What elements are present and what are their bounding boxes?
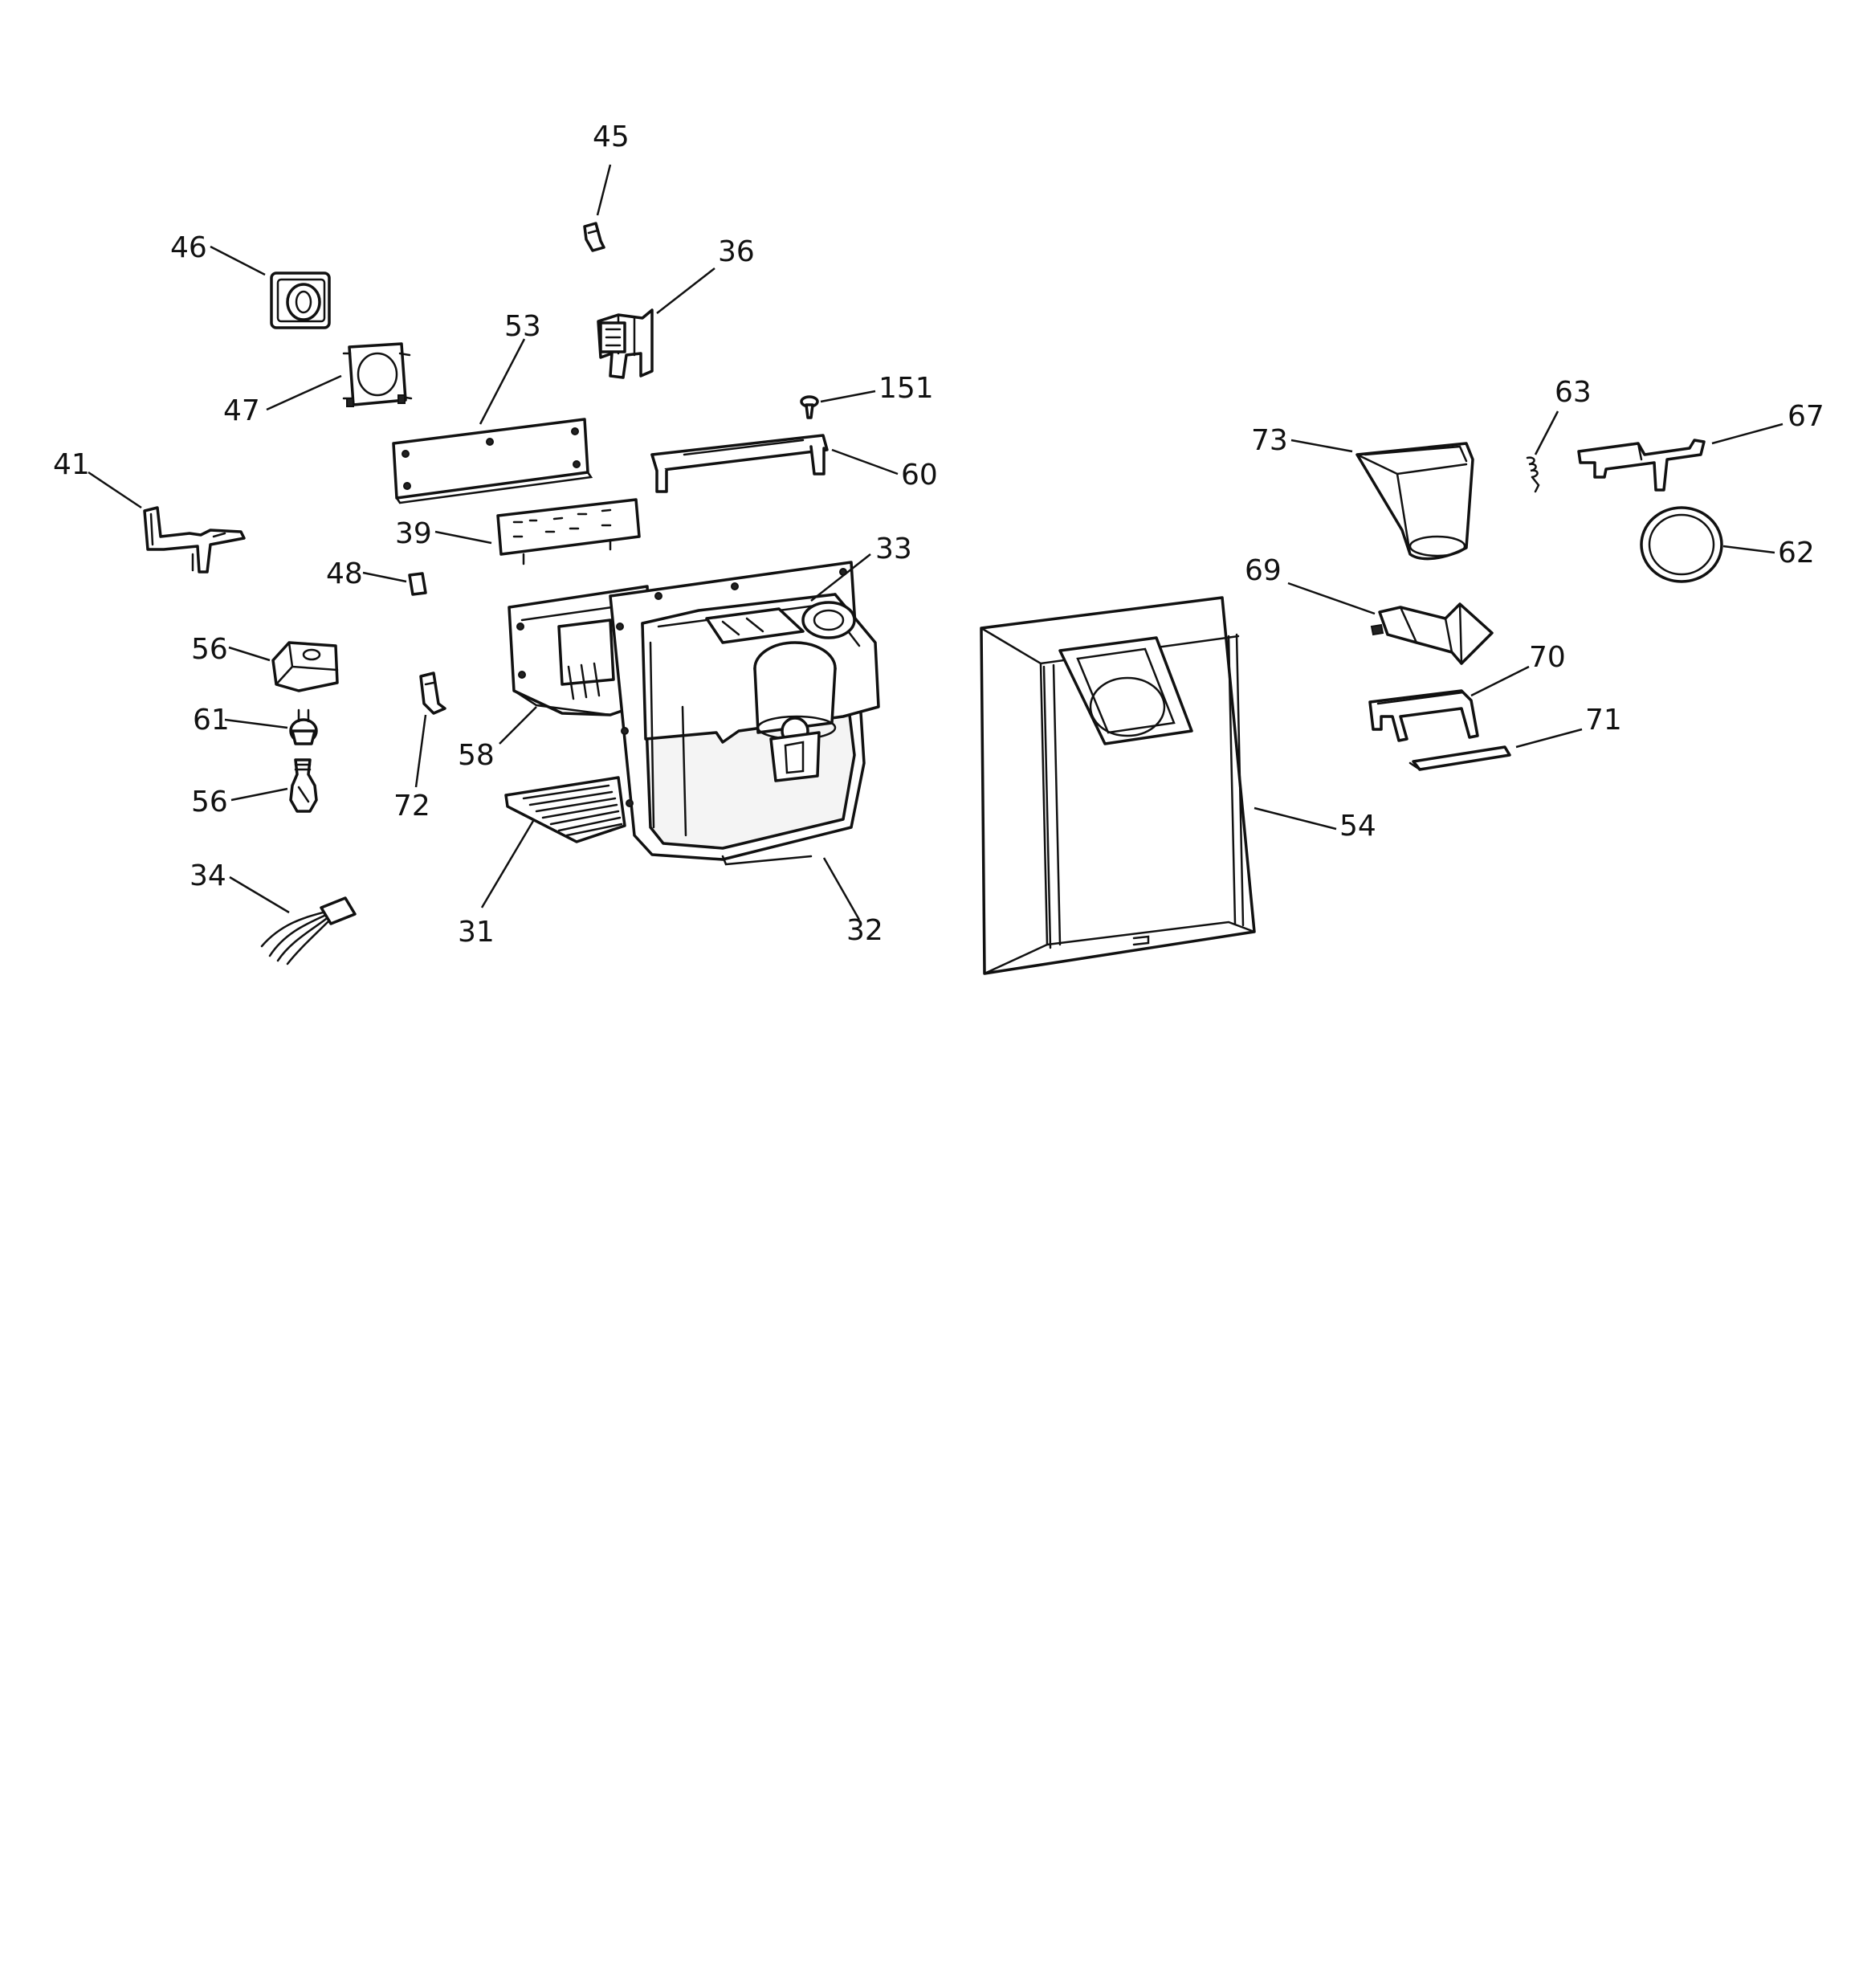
callout-56b: 56 <box>191 786 228 818</box>
callout-48: 48 <box>326 557 363 590</box>
callout-151: 151 <box>879 372 934 405</box>
callout-41: 41 <box>53 448 90 481</box>
part-45-clip <box>583 222 605 252</box>
callout-73: 73 <box>1251 424 1288 457</box>
part-36-actuator-bracket <box>597 308 654 379</box>
leader-62 <box>1722 545 1775 554</box>
callout-69: 69 <box>1245 554 1282 587</box>
part-73-ice-chute <box>1355 442 1474 561</box>
part-62-ring-seal <box>1640 506 1723 583</box>
callout-31: 31 <box>458 916 495 949</box>
leader-72 <box>414 714 427 788</box>
part-47-switch-housing <box>342 342 413 407</box>
part-46-switch-cover <box>270 271 331 329</box>
leader-31 <box>480 820 535 908</box>
callout-46: 46 <box>170 231 207 264</box>
leader-33 <box>810 553 871 602</box>
leader-61 <box>224 718 288 729</box>
part-69-door-flap <box>1370 602 1494 665</box>
leader-39 <box>434 530 492 545</box>
leader-53 <box>479 338 526 425</box>
callout-39: 39 <box>395 517 432 550</box>
leader-71 <box>1515 728 1583 749</box>
part-48-block <box>408 572 427 596</box>
leader-73 <box>1290 439 1353 453</box>
part-67-lever-arm <box>1577 439 1706 492</box>
callout-63: 63 <box>1555 376 1592 409</box>
part-34-wire-harness <box>260 896 357 965</box>
callout-53: 53 <box>504 310 541 343</box>
leader-58 <box>499 706 537 745</box>
leader-60 <box>831 448 899 476</box>
callout-60: 60 <box>901 459 938 492</box>
part-151-screw <box>800 395 819 419</box>
leader-151 <box>820 390 876 403</box>
part-60-bracket-bar <box>650 434 829 493</box>
callout-61: 61 <box>193 704 230 737</box>
leader-54 <box>1254 806 1337 831</box>
part-53-cover-plate <box>392 418 593 504</box>
callout-36: 36 <box>718 235 755 268</box>
callout-33: 33 <box>875 533 912 565</box>
callout-54: 54 <box>1339 810 1376 843</box>
leader-46 <box>210 245 266 276</box>
leader-70 <box>1470 665 1530 697</box>
callout-45: 45 <box>593 120 630 153</box>
part-32-dispenser-housing <box>609 561 880 866</box>
leader-41 <box>88 471 142 509</box>
callout-67: 67 <box>1788 400 1824 433</box>
part-54-front-panel <box>980 596 1256 975</box>
leader-32 <box>822 857 861 921</box>
callout-34: 34 <box>190 859 226 892</box>
leader-45 <box>596 164 612 216</box>
leader-63 <box>1534 410 1559 455</box>
callout-56a: 56 <box>191 633 228 666</box>
part-72-switch <box>419 672 446 715</box>
callout-62: 62 <box>1778 537 1815 569</box>
leader-34 <box>229 876 290 914</box>
part-70-frame <box>1368 689 1479 742</box>
leader-56b <box>230 787 288 802</box>
callout-58: 58 <box>458 739 495 772</box>
part-56-bulb <box>289 758 318 813</box>
leader-47 <box>266 374 342 411</box>
part-61-lamp-socket <box>289 708 318 745</box>
part-63-spring <box>1526 456 1540 493</box>
part-71-rod <box>1408 745 1511 771</box>
part-41-lever <box>143 506 246 574</box>
leader-36 <box>656 267 715 314</box>
part-31-drip-tray <box>504 776 626 843</box>
leader-56a <box>228 646 271 662</box>
callout-70: 70 <box>1529 641 1566 674</box>
leader-48 <box>362 571 407 583</box>
callout-32: 32 <box>846 914 883 947</box>
callout-71: 71 <box>1585 704 1622 737</box>
part-56-lamp-cover <box>271 641 339 692</box>
leader-69 <box>1287 582 1376 615</box>
leader-67 <box>1711 423 1784 445</box>
callout-72: 72 <box>393 790 430 823</box>
callout-47: 47 <box>223 394 260 427</box>
part-39-control-board <box>496 498 641 565</box>
